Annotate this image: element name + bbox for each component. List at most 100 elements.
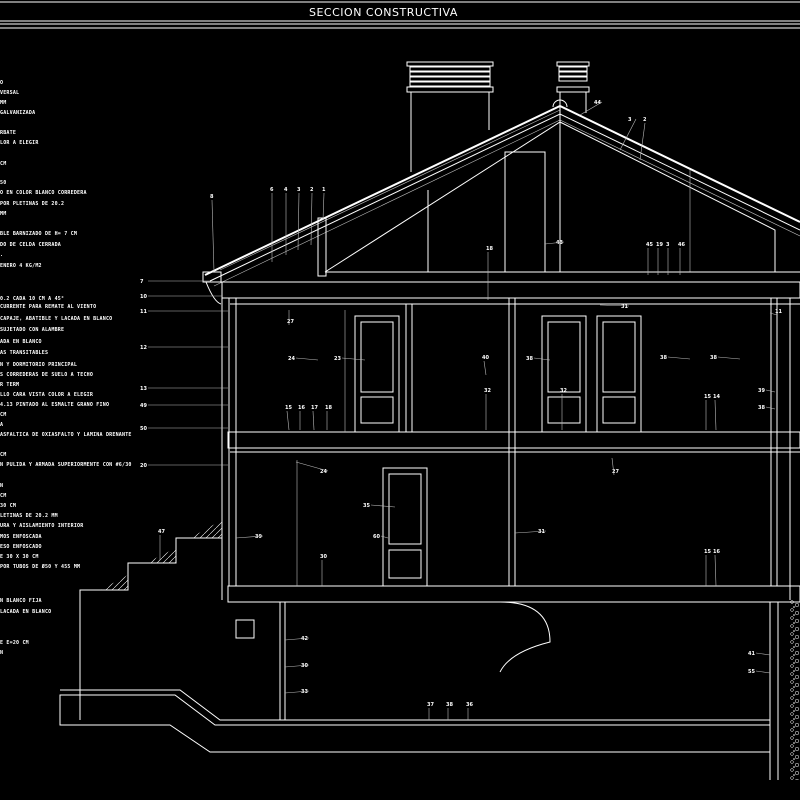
callout-number: 13 xyxy=(140,386,147,392)
door-upper-3 xyxy=(596,315,642,433)
legend-line: DO DE CELDA CERRADA xyxy=(0,242,61,248)
legend-line: RBATE xyxy=(0,130,17,136)
callout-number: 40 xyxy=(482,355,489,361)
legend-line: A xyxy=(0,422,4,428)
callout-number: 15 xyxy=(285,405,292,411)
legend-line: CURRENTE PARA REMATE AL VIENTO xyxy=(0,304,97,310)
callout-number: 20 xyxy=(140,463,147,469)
callout-number: 32 xyxy=(484,388,491,394)
legend-line: S CORREDERAS DE SUELO A TECHO xyxy=(0,372,94,378)
leader-line xyxy=(717,356,741,360)
legend-line: POR TUBOS DE Ø50 Y 455 MM xyxy=(0,564,81,570)
legend-line: SUJETADO CON ALAMBRE xyxy=(0,327,65,333)
legend-line: CM xyxy=(0,161,7,167)
callout-number: 38 xyxy=(710,355,717,361)
leader-line xyxy=(322,192,325,221)
legend-line: R TERM xyxy=(0,382,20,388)
legend-line: E 30 X 30 CM xyxy=(0,554,39,560)
callout-number: 32 xyxy=(560,388,567,394)
callout-number: 50 xyxy=(140,426,147,432)
callout-number: 23 xyxy=(334,356,341,362)
callout-number: 19 xyxy=(656,242,663,248)
callout-number: 8 xyxy=(210,194,214,200)
callout-number: 17 xyxy=(311,405,318,411)
callout-number: 11 xyxy=(140,309,147,315)
callout-number: 31 xyxy=(621,304,628,310)
leader-line xyxy=(286,410,290,431)
leader-line xyxy=(533,357,551,361)
legend-line: O EN COLOR BLANCO CORREDERA xyxy=(0,190,87,196)
legend-line: CM xyxy=(0,452,7,458)
leader-line xyxy=(579,101,603,116)
callout-number: 47 xyxy=(158,529,165,535)
callout-number: 4 xyxy=(284,187,288,193)
leader-line xyxy=(284,664,310,668)
callout-number: 7 xyxy=(140,279,144,285)
callout-number: 2 xyxy=(643,117,647,123)
callout-number: 49 xyxy=(140,403,147,409)
roof xyxy=(202,99,800,305)
legend-line: N Y DORMITORIO PRINCIPAL xyxy=(0,362,78,368)
leader-line xyxy=(755,652,771,656)
leader-line xyxy=(284,690,310,694)
leader-line xyxy=(211,199,215,273)
callout-number: 30 xyxy=(301,663,308,669)
legend-line: POR PLETINAS DE 20.2 xyxy=(0,201,65,207)
callout-number: 16 xyxy=(298,405,305,411)
vent-grille xyxy=(235,619,255,639)
legend-line: CM xyxy=(0,493,7,499)
callout-number: 38 xyxy=(660,355,667,361)
callout-number: 55 xyxy=(748,669,755,675)
leader-line xyxy=(714,399,717,431)
callout-number: 31 xyxy=(538,529,545,535)
callout-number: 1 xyxy=(322,187,326,193)
legend-line: N xyxy=(0,650,4,656)
legend-line: LLO CARA VISTA COLOR A ELEGIR xyxy=(0,392,94,398)
legend-line: 4.13 PINTADO AL ESMALTE GRANO FINO xyxy=(0,402,110,408)
legend-line: N PULIDA Y ARMADA SUPERIORMENTE CON #6/3… xyxy=(0,462,132,468)
legend-line: ASFALTICA DE OXIASFALTO Y LAMINA DRENANT… xyxy=(0,432,132,438)
callout-number: 3 xyxy=(297,187,301,193)
callout-number: 10 xyxy=(140,294,147,300)
callout-number: 18 xyxy=(486,246,493,252)
callout-number: 18 xyxy=(325,405,332,411)
callout-number: 60 xyxy=(373,534,380,540)
legend-line: . xyxy=(0,252,4,258)
leader-line xyxy=(380,535,389,539)
callout-number: 38 xyxy=(758,405,765,411)
leader-line xyxy=(370,504,396,508)
callout-number: 2 xyxy=(310,187,314,193)
leader-line xyxy=(295,461,329,472)
chimney-left xyxy=(406,61,494,172)
legend-line: CM xyxy=(0,412,7,418)
leader-line xyxy=(639,122,646,161)
leader-line xyxy=(544,241,565,245)
callout-number: 37 xyxy=(427,702,434,708)
callout-number: 12 xyxy=(140,345,147,351)
callout-number: 27 xyxy=(612,469,619,475)
callout-number: 3 xyxy=(628,117,632,123)
callout-number: 41 xyxy=(748,651,755,657)
legend-line: N BLANCO FIJA xyxy=(0,598,42,604)
callout-number: 27 xyxy=(287,319,294,325)
legend-line: E E=20 CM xyxy=(0,640,29,646)
leader-line xyxy=(483,360,487,376)
legend-line: ADA EN BLANCO xyxy=(0,339,42,345)
legend-line: BLE BARNIZADO DE H= 7 CM xyxy=(0,231,78,237)
ground-terrain xyxy=(59,689,771,753)
callout-number: 30 xyxy=(320,554,327,560)
callout-number: 44 xyxy=(594,100,601,106)
leader-line xyxy=(765,406,776,410)
legend-line: N xyxy=(0,483,4,489)
callout-number: 38 xyxy=(446,702,453,708)
callout-number: 15 xyxy=(704,394,711,400)
door-upper-1 xyxy=(354,315,400,433)
legend-line: 0.2 CADA 10 CM A 45° xyxy=(0,296,65,302)
door-upper-2 xyxy=(541,315,587,433)
walls xyxy=(221,297,800,780)
leader-line xyxy=(619,118,637,151)
callout-number: 42 xyxy=(301,636,308,642)
callout-number: 24 xyxy=(288,356,295,362)
callout-number: 35 xyxy=(363,503,370,509)
